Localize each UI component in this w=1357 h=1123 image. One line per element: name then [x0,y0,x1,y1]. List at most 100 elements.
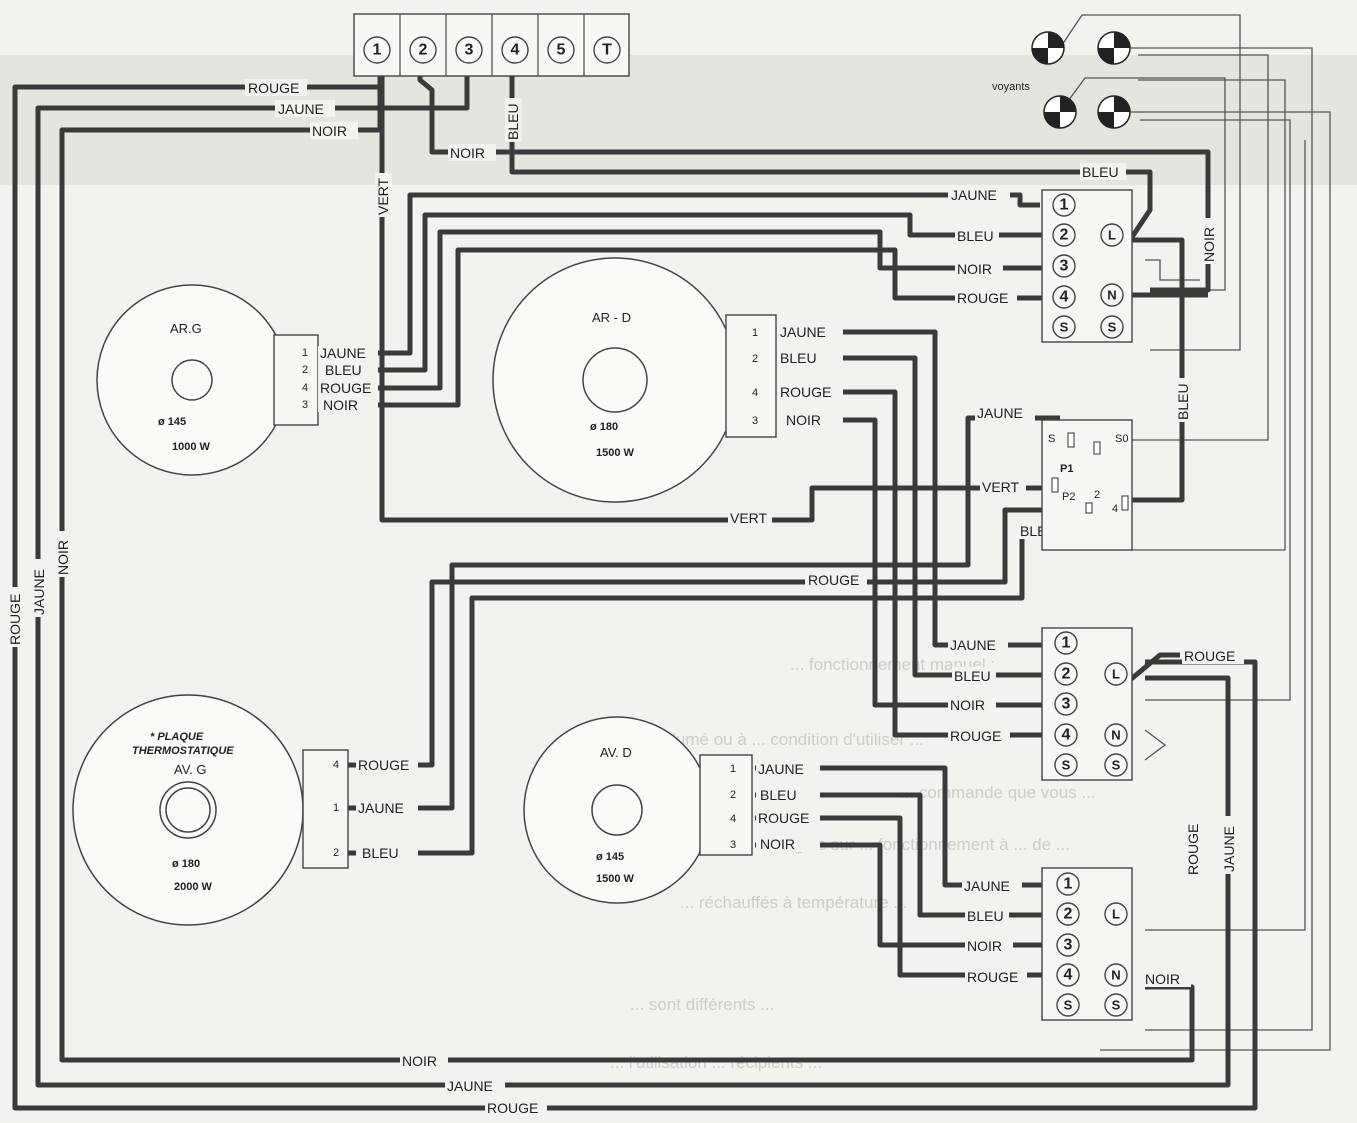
voyants-label: voyants [992,81,1030,93]
svg-text:BLEU: BLEU [1175,383,1191,420]
svg-text:BLEU: BLEU [325,362,362,378]
voyant-lamp-icon [1031,31,1065,65]
svg-text:VERT: VERT [375,177,391,215]
svg-text:AR - D: AR - D [592,310,631,325]
svg-text:NOIR: NOIR [55,540,71,575]
svg-text:ROUGE: ROUGE [1184,648,1235,664]
svg-text:2: 2 [419,42,428,59]
svg-text:... allumé ou à ... condition: ... allumé ou à ... condition d'utiliser… [640,730,924,749]
plate-avd: AV. D ø 145 1500 W 1 2 4 3 JAUNE BLEU RO… [523,716,820,904]
svg-text:N: N [1111,968,1120,983]
svg-text:JAUNE: JAUNE [278,101,324,117]
svg-text:ROUGE: ROUGE [7,594,23,645]
svg-text:BLEU: BLEU [362,845,399,861]
voyant-lamp-icon [1097,31,1131,65]
svg-text:2: 2 [333,847,339,859]
svg-text:1: 1 [752,327,758,339]
svg-text:JAUNE: JAUNE [951,187,997,203]
svg-text:VERT: VERT [730,510,768,526]
svg-text:2: 2 [730,789,736,801]
svg-text:NOIR: NOIR [760,836,795,852]
svg-text:4: 4 [511,42,520,59]
svg-text:NOIR: NOIR [312,123,347,139]
svg-text:1: 1 [302,347,308,359]
svg-text:S: S [1064,998,1073,1013]
svg-text:ROUGE: ROUGE [320,380,371,396]
svg-text:BLEU: BLEU [780,350,817,366]
svg-text:3: 3 [730,839,736,851]
svg-text:4: 4 [1062,727,1071,744]
svg-text:1500 W: 1500 W [596,447,635,459]
svg-text:4: 4 [730,813,736,825]
svg-text:S: S [1060,320,1069,335]
svg-text:4: 4 [1064,967,1073,984]
svg-text:S0: S0 [1115,433,1128,445]
svg-text:THERMOSTATIQUE: THERMOSTATIQUE [132,745,234,757]
background-band [0,55,1357,185]
svg-text:... réglée sur ... fonctionnem: ... réglée sur ... fonctionnement à ... … [760,835,1070,854]
svg-text:ROUGE: ROUGE [808,572,859,588]
svg-text:L: L [1112,907,1120,922]
plate-arg: AR.G ø 145 1000 W 1 2 4 3 JAUNE BLEU ROU… [96,284,376,476]
svg-text:BLEU: BLEU [760,787,797,803]
svg-text:JAUNE: JAUNE [447,1078,493,1094]
svg-text:2000 W: 2000 W [174,881,213,893]
svg-text:ROUGE: ROUGE [950,728,1001,744]
svg-text:L: L [1108,228,1116,243]
voyant-lamp-icon [1097,95,1131,129]
svg-text:BLEU: BLEU [954,668,991,684]
svg-text:AV. D: AV. D [600,745,632,760]
svg-text:ROUGE: ROUGE [487,1100,538,1116]
svg-text:1000 W: 1000 W [172,441,211,453]
svg-text:3: 3 [752,415,758,427]
svg-text:4: 4 [1112,503,1118,515]
svg-text:4: 4 [1060,289,1069,306]
svg-text:JAUNE: JAUNE [31,569,47,615]
svg-text:NOIR: NOIR [323,397,358,413]
svg-text:BLEU: BLEU [967,908,1004,924]
svg-text:1500 W: 1500 W [596,873,635,885]
thermostat-p1: S S0 P1 P2 2 4 [1041,419,1133,551]
svg-text:ROUGE: ROUGE [358,757,409,773]
svg-text:AV. G: AV. G [174,762,207,777]
svg-text:N: N [1107,288,1116,303]
terminal-block: 1 2 3 4 5 T [353,13,630,77]
svg-text:5: 5 [557,42,566,59]
plate-ard: AR - D ø 180 1500 W 1 2 4 3 JAUNE BLEU R… [492,257,843,503]
svg-text:P2: P2 [1062,491,1075,503]
svg-text:JAUNE: JAUNE [758,761,804,777]
svg-text:AR.G: AR.G [170,321,202,336]
svg-text:BLEU: BLEU [1082,164,1119,180]
svg-text:... commande que vous ...: ... commande que vous ... [900,783,1096,802]
svg-text:L: L [1112,667,1120,682]
svg-text:S: S [1112,758,1121,773]
svg-text:... réchauffés à température .: ... réchauffés à température ... [680,893,907,912]
svg-text:... sont différents ...: ... sont différents ... [630,995,774,1014]
svg-text:N: N [1111,728,1120,743]
svg-text:JAUNE: JAUNE [320,345,366,361]
svg-text:NOIR: NOIR [450,145,485,161]
svg-text:S: S [1108,320,1117,335]
switch-2: 1 2 3 4 L N S S [1041,627,1133,781]
svg-text:NOIR: NOIR [1145,971,1180,987]
svg-text:NOIR: NOIR [950,697,985,713]
svg-text:3: 3 [1064,937,1073,954]
svg-text:1: 1 [1062,635,1071,652]
voyants: voyants [992,31,1131,129]
svg-text:P1: P1 [1060,463,1073,475]
svg-text:JAUNE: JAUNE [1221,826,1237,872]
svg-text:2: 2 [1062,666,1071,683]
svg-text:VERT: VERT [982,479,1020,495]
svg-text:JAUNE: JAUNE [964,878,1010,894]
svg-text:* PLAQUE: * PLAQUE [150,731,204,743]
svg-text:ROUGE: ROUGE [780,384,831,400]
svg-text:ROUGE: ROUGE [957,290,1008,306]
plate-avg: * PLAQUE THERMOSTATIQUE AV. G ø 180 2000… [72,694,418,926]
svg-text:1: 1 [333,802,339,814]
svg-text:4: 4 [333,759,339,771]
svg-text:S: S [1112,998,1121,1013]
svg-text:ø 180: ø 180 [172,858,200,870]
svg-text:JAUNE: JAUNE [977,405,1023,421]
svg-text:NOIR: NOIR [1201,227,1217,262]
